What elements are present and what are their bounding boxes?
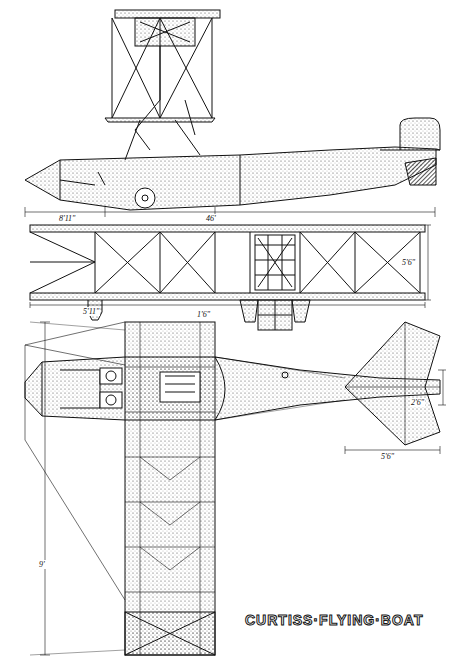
plan-view — [25, 322, 446, 655]
dimension-label: 5'11" — [82, 307, 100, 316]
dimension-label: 2'6" — [410, 398, 425, 407]
dimension-label: 5'6" — [401, 258, 416, 267]
side-view — [25, 10, 440, 217]
dimension-label: 1'6" — [196, 310, 211, 319]
dimension-label: 5'6" — [380, 452, 395, 461]
dimension-label: 46' — [205, 214, 217, 223]
dimension-label: 8'11" — [58, 214, 76, 223]
title-lettering: CURTISS·FLYING·BOAT — [245, 612, 423, 628]
front-view — [30, 225, 431, 330]
dimension-label: 9' — [38, 560, 46, 569]
